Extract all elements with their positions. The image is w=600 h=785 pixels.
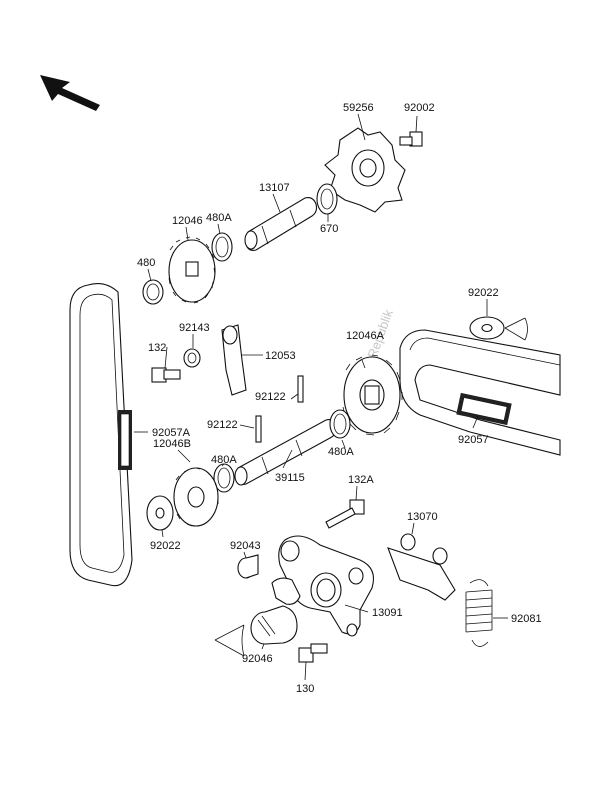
label-92022-right: 92022 xyxy=(468,287,499,299)
lever-arm-12053 xyxy=(221,324,247,396)
circlip-480 xyxy=(142,279,164,305)
label-92002: 92002 xyxy=(404,102,435,114)
sprocket-12046B xyxy=(173,467,219,527)
label-39115: 39115 xyxy=(275,472,305,484)
front-direction-arrow-icon xyxy=(40,75,100,111)
collar-92143 xyxy=(183,348,201,368)
circlip-480A-top xyxy=(211,232,233,262)
label-12046B: 12046B xyxy=(153,438,191,450)
label-12053: 12053 xyxy=(265,350,296,362)
pin-92122-upper xyxy=(297,375,304,403)
label-92122-lower: 92122 xyxy=(207,419,238,431)
label-13091: 13091 xyxy=(372,607,403,619)
label-13107: 13107 xyxy=(259,182,290,194)
label-132A: 132A xyxy=(348,474,374,486)
bolt-132 xyxy=(151,367,181,383)
chain-guide-13070 xyxy=(387,533,456,601)
label-59256: 59256 xyxy=(343,102,374,114)
bearing-92046 xyxy=(214,605,298,657)
bolt-132A xyxy=(325,499,365,529)
label-480: 480 xyxy=(137,257,155,269)
washer-92022-left xyxy=(146,495,174,531)
arm-bracket-13091 xyxy=(271,535,375,637)
collar-92043 xyxy=(237,554,259,579)
sprocket-12046A xyxy=(342,354,403,436)
label-132: 132 xyxy=(148,342,166,354)
label-92022-left: 92022 xyxy=(150,540,181,552)
washer-92022-right xyxy=(469,316,528,341)
label-480A-top: 480A xyxy=(206,212,232,224)
tensioner-wheel-59256 xyxy=(324,127,406,213)
bolt-130 xyxy=(298,643,328,663)
label-12046A: 12046A xyxy=(346,330,385,342)
label-92057A: 92057A xyxy=(152,427,191,439)
label-130: 130 xyxy=(296,683,314,695)
spring-92081 xyxy=(465,579,493,647)
circlip-670 xyxy=(316,183,338,215)
label-92057: 92057 xyxy=(458,434,489,446)
bolt-92002 xyxy=(399,131,423,147)
label-92043: 92043 xyxy=(230,540,261,552)
leader-lines xyxy=(134,113,508,681)
label-670: 670 xyxy=(320,223,338,235)
label-12046: 12046 xyxy=(172,215,203,227)
shaft-13107 xyxy=(244,197,318,251)
label-92081: 92081 xyxy=(511,613,542,625)
label-13070: 13070 xyxy=(407,511,438,523)
label-92122-upper: 92122 xyxy=(255,391,286,403)
sprocket-12046 xyxy=(168,236,216,304)
label-92143: 92143 xyxy=(179,322,210,334)
drive-chain-left xyxy=(69,283,133,587)
label-480A-bottom: 480A xyxy=(328,446,354,458)
label-92046: 92046 xyxy=(242,653,273,665)
chain-link-92057 xyxy=(456,392,512,426)
drive-chain-right xyxy=(399,329,561,456)
label-480A-mid: 480A xyxy=(211,454,237,466)
pin-92122-lower xyxy=(255,415,262,443)
circlip-480A-mid xyxy=(329,409,351,439)
chain-link-92057A xyxy=(118,410,132,470)
